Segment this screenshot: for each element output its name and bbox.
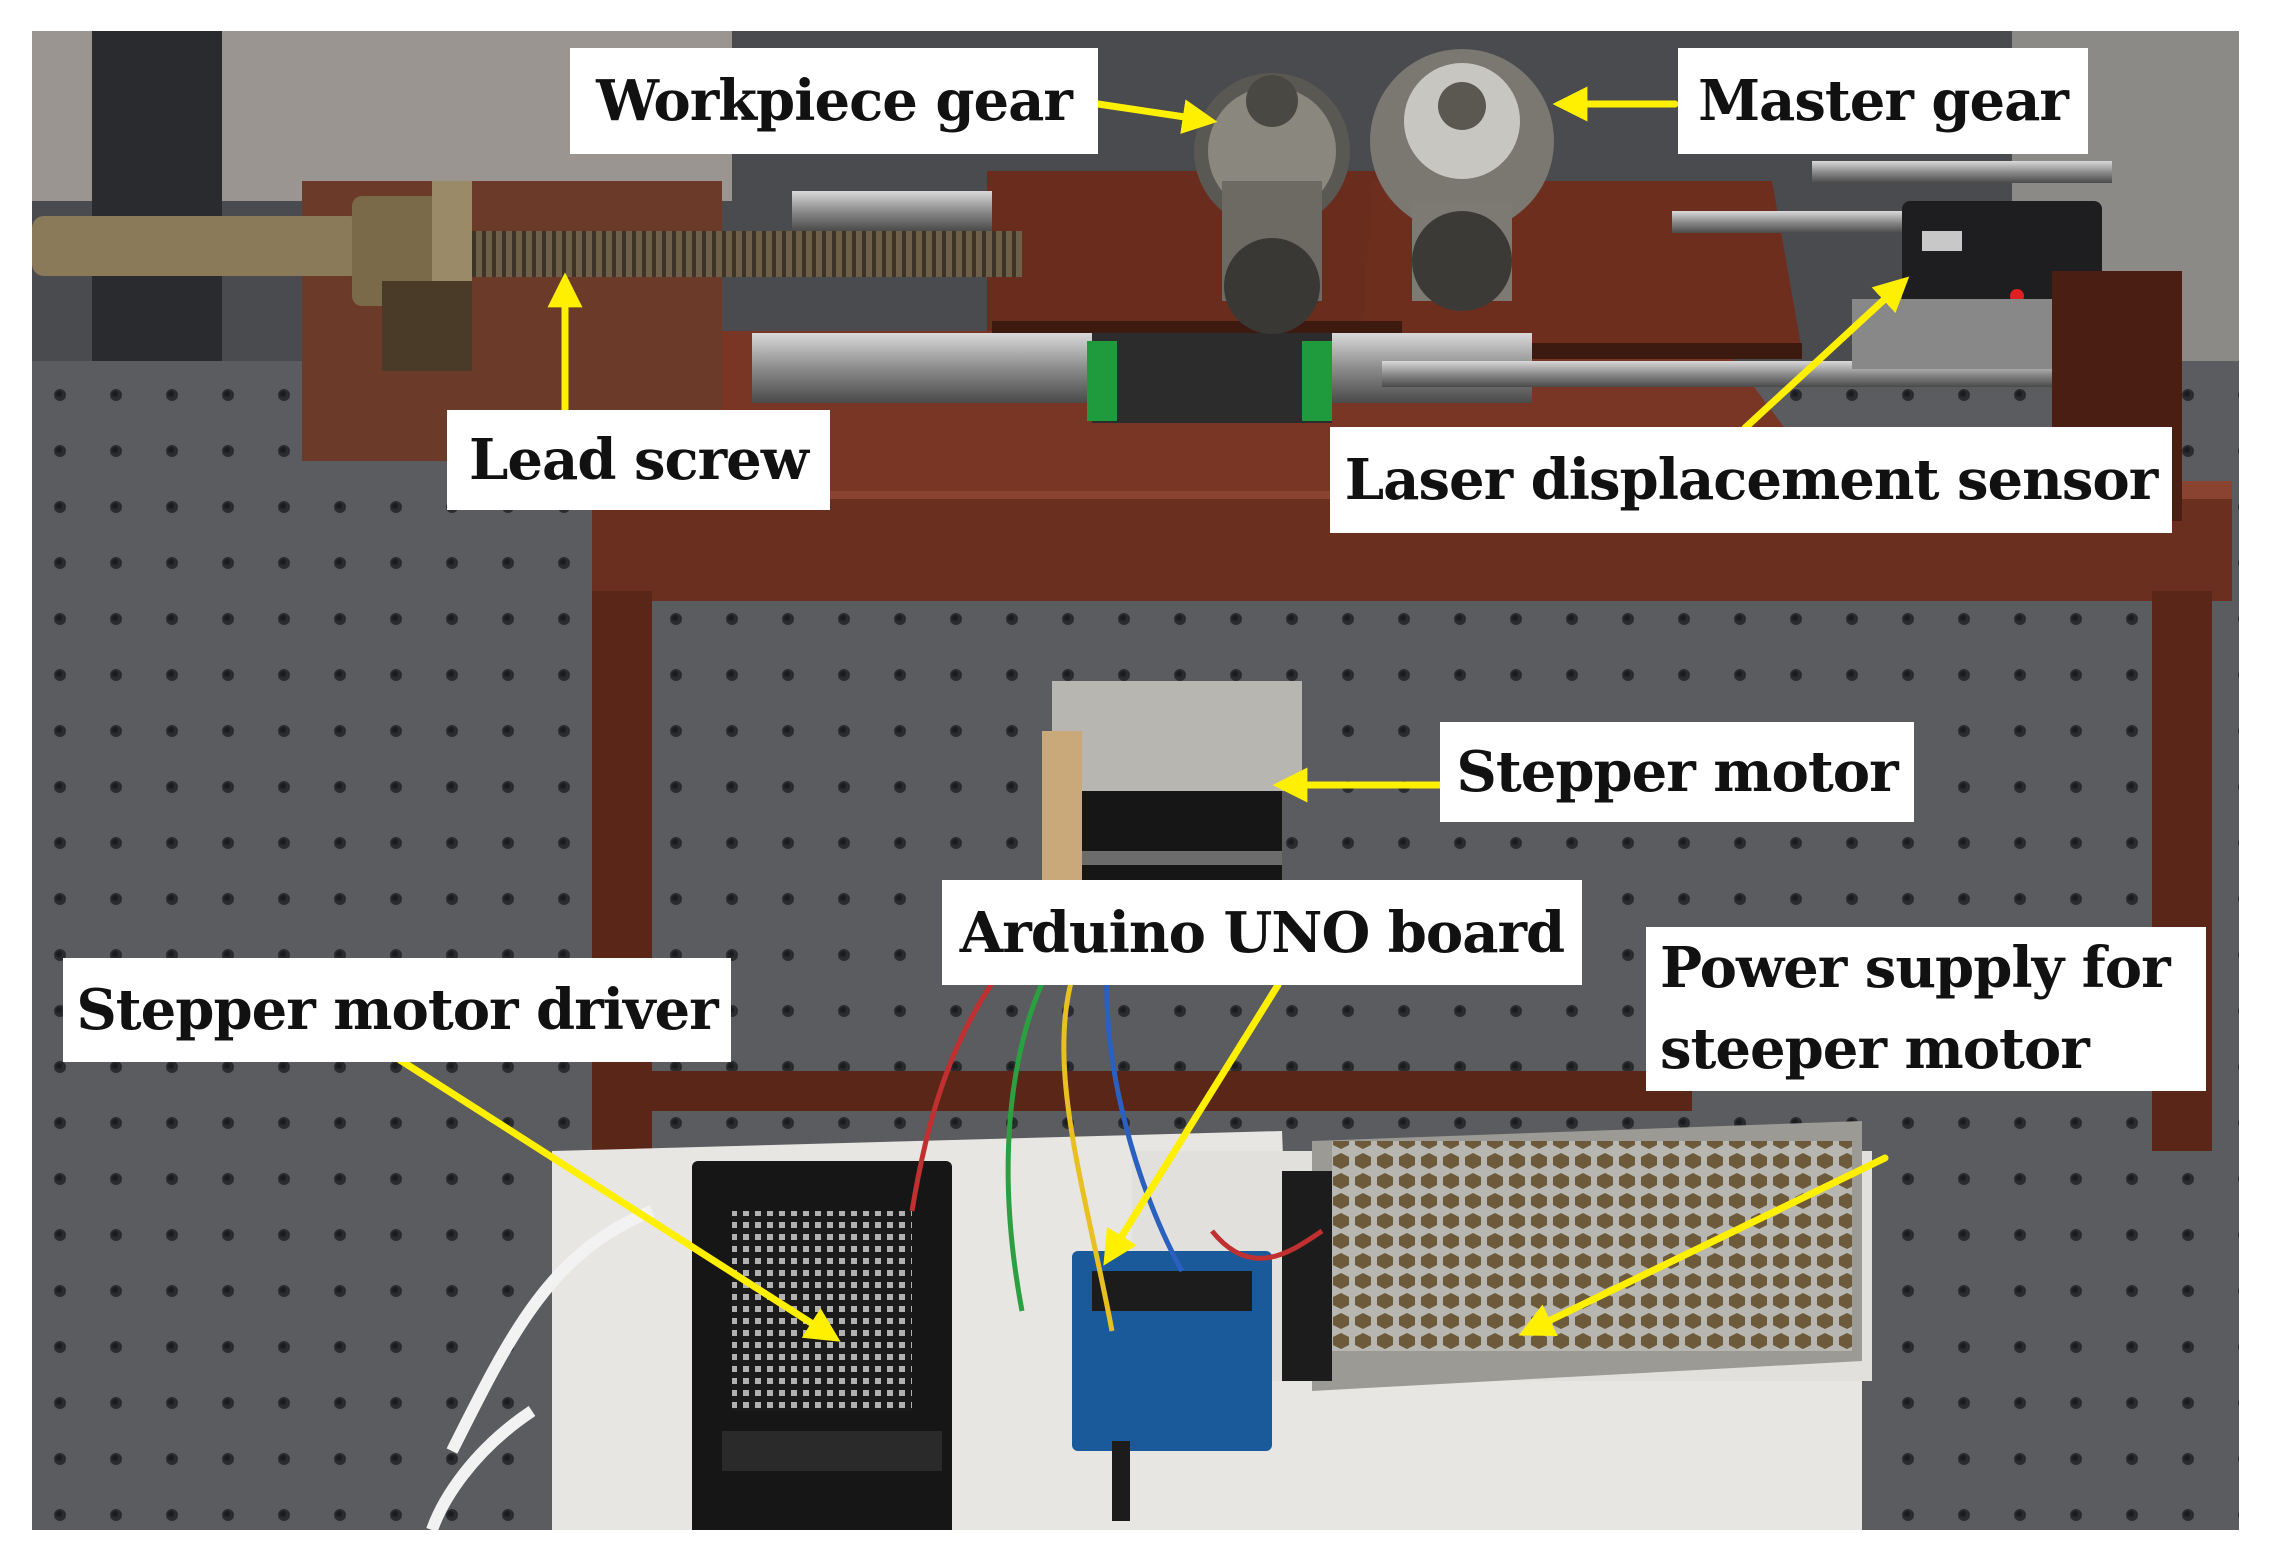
label-laser-displacement-sensor: Laser displacement sensor bbox=[1330, 427, 2172, 533]
label-arduino-uno-board: Arduino UNO board bbox=[942, 880, 1582, 985]
label-power-supply-line1: Power supply for bbox=[1660, 934, 2171, 1001]
label-stepper-motor-driver: Stepper motor driver bbox=[63, 958, 731, 1062]
label-power-supply-line2: steeper motor bbox=[1660, 1016, 2090, 1082]
label-master-gear: Master gear bbox=[1678, 48, 2088, 154]
label-stepper-motor: Stepper motor bbox=[1440, 722, 1914, 822]
workpiece-gear-shape bbox=[1194, 73, 1350, 334]
label-power-supply: Power supply for steeper motor bbox=[1646, 927, 2206, 1091]
master-gear-shape bbox=[1370, 49, 1554, 311]
label-lead-screw: Lead screw bbox=[447, 410, 830, 510]
label-workpiece-gear: Workpiece gear bbox=[570, 48, 1098, 154]
